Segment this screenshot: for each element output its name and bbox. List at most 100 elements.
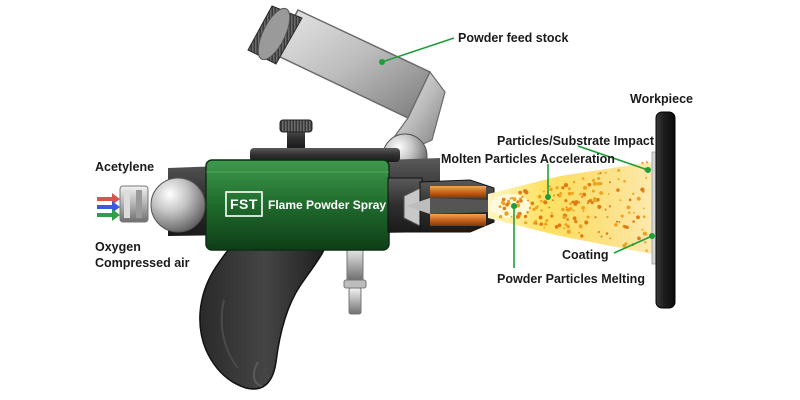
molten-particle — [572, 209, 575, 212]
molten-particle — [616, 188, 620, 192]
molten-particle — [523, 214, 528, 219]
molten-particle — [527, 199, 529, 202]
molten-particle — [592, 181, 597, 186]
molten-particle — [561, 186, 565, 190]
molten-particle — [580, 234, 584, 238]
molten-particle — [624, 242, 628, 245]
molten-particle — [599, 191, 604, 195]
molten-particle — [528, 206, 532, 210]
molten-particle — [539, 222, 543, 226]
powder-hopper — [247, 5, 446, 153]
molten-particle — [506, 202, 509, 205]
molten-particle — [542, 190, 545, 193]
molten-particle — [593, 198, 597, 203]
molten-particle — [515, 214, 520, 219]
molten-particle — [645, 161, 648, 164]
molten-particle — [564, 199, 568, 203]
molten-particle — [537, 194, 542, 199]
molten-particle — [583, 185, 587, 190]
spray-plume — [488, 161, 652, 254]
rear-ball — [150, 177, 206, 233]
molten-particle — [642, 231, 648, 236]
oxygen-inlet-arrow — [97, 201, 120, 213]
molten-particle — [561, 207, 565, 212]
acetylene-inlet-arrow — [97, 193, 120, 205]
molten-particle — [510, 215, 513, 218]
molten-particle — [550, 214, 554, 218]
rear-gas-fittings — [119, 185, 149, 223]
molten-particle — [518, 190, 522, 195]
molten-particle — [565, 208, 568, 211]
molten-particle — [597, 177, 601, 180]
molten-particle — [523, 189, 528, 194]
molten-particle — [604, 208, 607, 211]
molten-particle — [509, 197, 512, 200]
molten-particle — [608, 205, 612, 208]
leader-coating — [613, 235, 653, 254]
molten-particle — [551, 199, 554, 202]
molten-particle — [566, 229, 571, 234]
molten-particle — [633, 211, 636, 214]
molten-particle — [606, 215, 609, 219]
molten-particle — [623, 180, 626, 183]
molten-particle — [605, 232, 609, 235]
molten-particle — [623, 225, 628, 229]
molten-particle — [582, 210, 585, 212]
molten-particle — [617, 168, 621, 172]
molten-particle — [620, 214, 624, 218]
molten-particle — [626, 205, 631, 210]
molten-particle — [632, 220, 635, 223]
molten-particle — [645, 176, 648, 179]
molten-particle — [504, 211, 509, 216]
molten-particle — [578, 224, 583, 229]
spray-nozzle — [387, 177, 495, 233]
brand-logo-box — [225, 191, 263, 217]
label-powder-particles-melting: Powder Particles Melting — [497, 272, 645, 286]
molten-particle — [608, 181, 611, 184]
leader-dots — [379, 59, 655, 239]
molten-particle — [545, 219, 549, 222]
molten-particle — [632, 192, 635, 196]
molten-particle — [578, 231, 581, 234]
molten-particle — [540, 199, 543, 203]
molten-particle — [622, 243, 627, 248]
molten-particle — [548, 185, 551, 188]
molten-particle — [572, 180, 576, 184]
molten-particle — [526, 211, 529, 214]
molten-particle — [507, 199, 510, 203]
molten-particle — [534, 222, 538, 225]
molten-particle — [636, 215, 640, 220]
label-powder-feed-stock: Powder feed stock — [458, 31, 569, 45]
molten-particle — [552, 194, 556, 197]
molten-particle — [554, 225, 559, 229]
compressed-air-inlet-arrow — [97, 209, 120, 221]
molten-particle — [568, 207, 573, 211]
molten-particle — [569, 202, 572, 206]
molten-particle — [600, 235, 603, 238]
molten-particle — [543, 226, 546, 229]
molten-particle — [641, 228, 644, 231]
molten-particle — [640, 187, 645, 192]
molten-particle — [594, 216, 597, 219]
gun-handle — [199, 231, 331, 390]
molten-particle — [607, 193, 610, 195]
brand-logo-text: FST — [230, 196, 258, 212]
molten-particle — [532, 221, 536, 225]
molten-particle — [567, 191, 572, 196]
label-oxygen: Oxygen — [95, 240, 141, 254]
molten-particle — [559, 192, 563, 195]
molten-particle — [636, 196, 641, 201]
molten-particle — [567, 187, 571, 191]
bottom-valve-stem — [343, 245, 367, 315]
leader-lines — [381, 37, 653, 268]
brand-name-text: Flame Powder Spray — [268, 198, 387, 212]
molten-particle — [549, 187, 553, 192]
label-acetylene: Acetylene — [95, 160, 155, 174]
molten-particle — [516, 200, 520, 204]
molten-particle — [521, 195, 524, 198]
molten-particle — [524, 221, 528, 225]
molten-particle — [565, 206, 568, 209]
gas-inlet-arrows — [97, 193, 120, 221]
molten-particle — [571, 200, 575, 204]
molten-particle — [597, 231, 600, 234]
